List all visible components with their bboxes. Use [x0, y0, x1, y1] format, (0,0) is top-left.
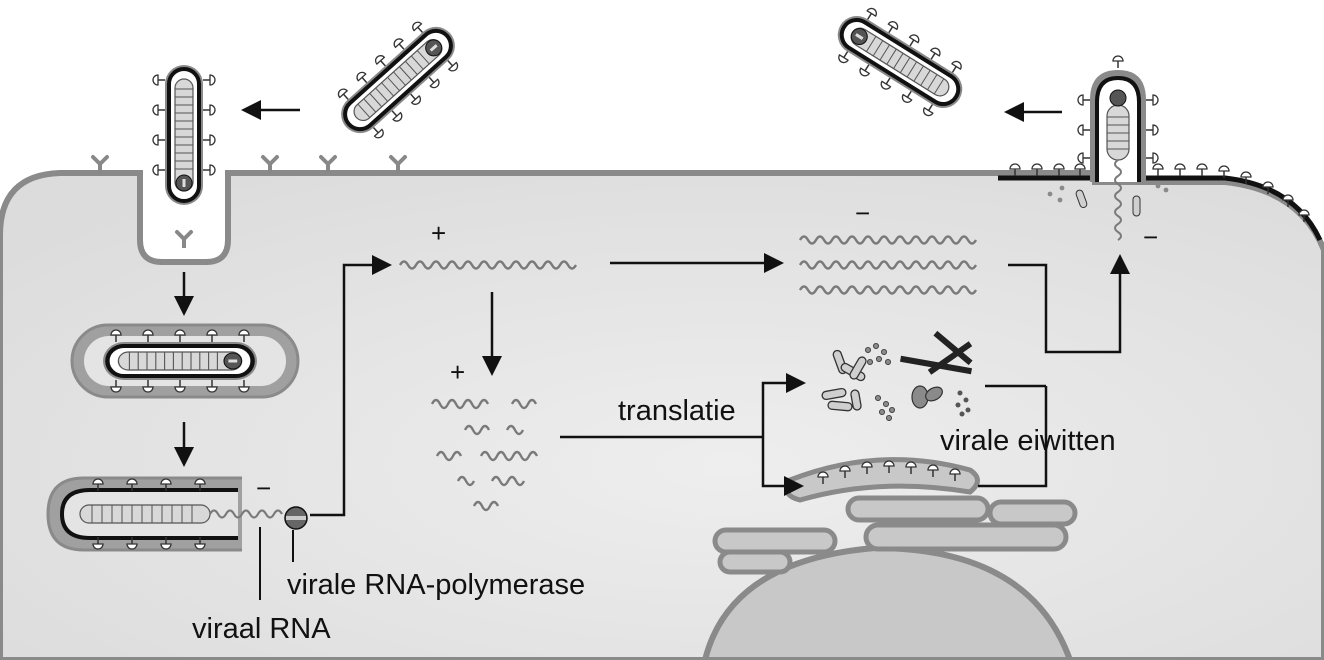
arrow-translation-er: [761, 437, 804, 496]
line-er-proteins: [978, 386, 1048, 488]
plus-sign-strand: +: [431, 218, 446, 248]
minus-rna-copies: [798, 235, 978, 295]
virus-particle-attached: [152, 63, 216, 207]
minus-sign-budding: −: [1143, 222, 1158, 252]
endosome-uncoating: [46, 476, 242, 552]
label-viral-rna: viraal RNA: [192, 613, 331, 645]
plus-rna-strand: [398, 260, 578, 270]
viral-rna-strand: [209, 509, 283, 519]
arrow-transcription: [310, 255, 392, 517]
label-viral-polymerase: virale RNA-polymerase: [287, 569, 585, 601]
minus-sign-genome: −: [256, 473, 271, 503]
arrow-assembly: [1008, 254, 1130, 354]
minus-sign-copies: −: [855, 198, 870, 228]
virus-particle-incoming: [331, 17, 465, 143]
plus-sign-copies: +: [450, 357, 465, 387]
virus-particle-released: [828, 5, 972, 119]
arrow-translation-cytosol: [761, 373, 806, 437]
protein-fragments: [821, 330, 973, 421]
endosome-with-virus: [70, 323, 300, 399]
polymerase-icon: [284, 506, 308, 530]
membrane-envelope-proteins: [998, 163, 1323, 242]
plus-rna-fragments: [430, 398, 539, 512]
virus-budding: [1047, 55, 1169, 241]
label-viral-proteins: virale eiwitten: [940, 425, 1116, 457]
label-translation: translatie: [618, 395, 736, 427]
